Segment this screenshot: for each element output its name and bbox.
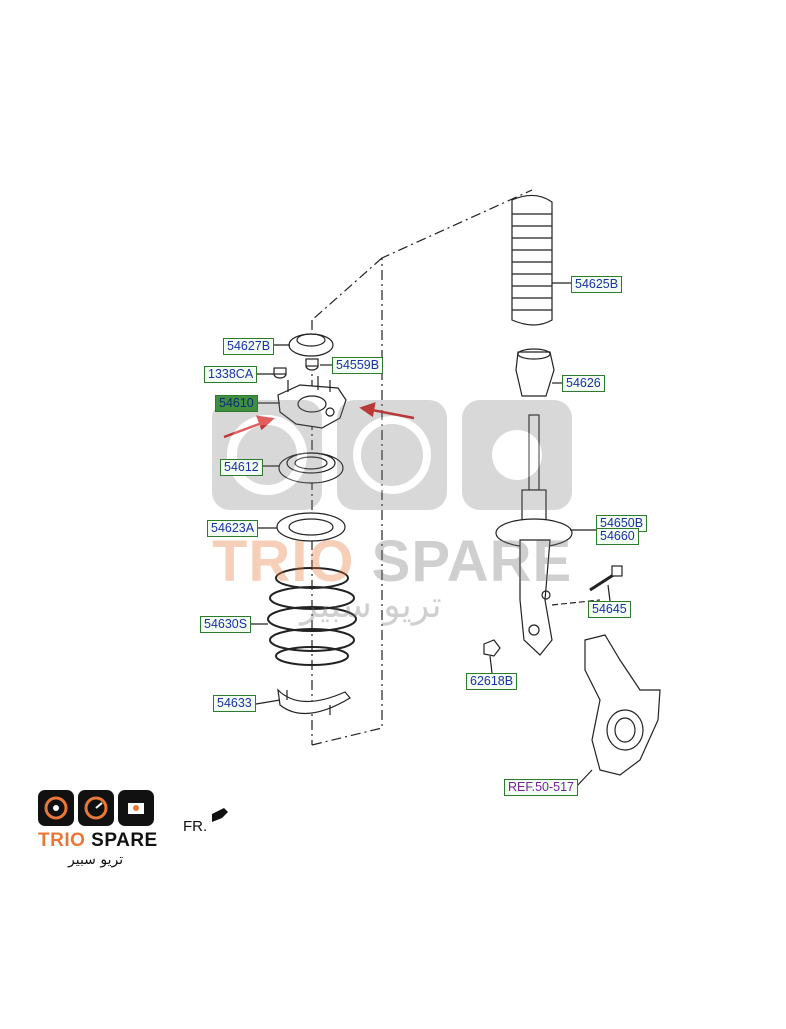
logo-icons (38, 790, 168, 826)
spring-seat-part (276, 512, 346, 542)
label-54633[interactable]: 54633 (213, 695, 256, 712)
label-54630S[interactable]: 54630S (200, 616, 252, 633)
logo-title-left: TRIO (38, 830, 86, 851)
label-54559B[interactable]: 54559B (332, 357, 384, 374)
strut-mount-part (277, 376, 347, 429)
red-arrow-right-head (359, 402, 376, 418)
leader-line (255, 699, 281, 705)
disc-brake-icon (38, 790, 74, 826)
dust-cap-part (288, 333, 334, 357)
logo-title: TRIO SPARE (38, 830, 168, 852)
guide-line-2 (311, 257, 383, 321)
guide-line (311, 189, 533, 746)
label-54650B[interactable]: 54650B (596, 515, 648, 532)
label-54627B[interactable]: 54627B (223, 338, 275, 355)
coil-spring-part (267, 567, 357, 666)
watermark-title: TRIO SPARE (212, 528, 572, 595)
bump-stop-part (515, 348, 555, 397)
leader-line (575, 769, 593, 788)
leader-line (489, 655, 493, 674)
red-arrow-left-head (256, 415, 275, 431)
flange-nut-part (483, 639, 501, 657)
red-arrow-right (371, 408, 415, 420)
strut-assembly-part (495, 414, 573, 656)
watermark-arabic: تريو سبير (300, 585, 442, 626)
label-54645[interactable]: 54645 (588, 601, 631, 618)
highlight-arrows (223, 402, 415, 439)
label-54660[interactable]: 54660 (596, 528, 639, 545)
front-direction-arrow-icon (212, 808, 228, 822)
dust-boot-part (511, 194, 553, 326)
engine-icon (118, 790, 154, 826)
watermark-title-left: TRIO (212, 529, 355, 594)
label-62618B[interactable]: 62618B (466, 673, 518, 690)
lower-spring-pad-part (277, 688, 351, 715)
label-54610[interactable]: 54610 (215, 395, 258, 412)
label-ref-50-517[interactable]: REF.50-517 (504, 779, 579, 796)
bearing-part (278, 452, 344, 484)
guide-line-3 (551, 599, 601, 606)
bolt-part (589, 565, 623, 592)
watermark-title-right: SPARE (371, 529, 573, 594)
label-1338CA[interactable]: 1338CA (204, 366, 258, 383)
label-54626[interactable]: 54626 (562, 375, 605, 392)
label-54612[interactable]: 54612 (220, 459, 263, 476)
speedometer-icon (78, 790, 114, 826)
steering-knuckle-part (584, 634, 661, 776)
logo-arabic: تريو سبير (68, 852, 124, 868)
brand-logo: TRIO SPARE تريو سبير (38, 790, 168, 890)
logo-title-right: SPARE (91, 830, 158, 851)
nut-part (305, 358, 319, 371)
red-arrow-left (223, 421, 263, 439)
label-54625B[interactable]: 54625B (571, 276, 623, 293)
small-nut-part (273, 367, 287, 379)
leader-line (607, 584, 611, 602)
label-54623A[interactable]: 54623A (207, 520, 259, 537)
front-direction-label: FR. (183, 818, 208, 835)
